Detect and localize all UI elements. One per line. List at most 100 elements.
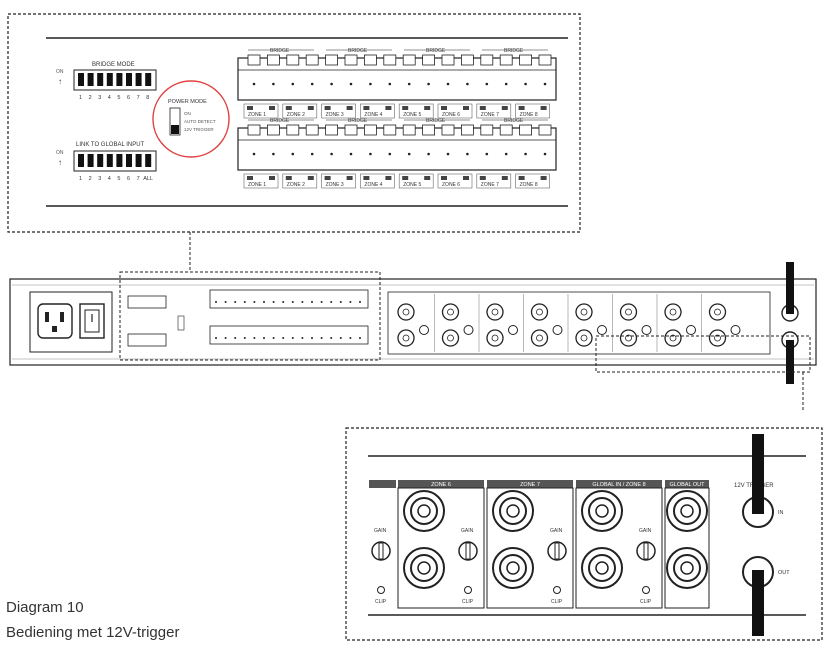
dip-lever[interactable] [78,73,84,86]
terminal-screw-tab[interactable] [519,124,532,136]
terminal-screw[interactable] [485,152,489,156]
terminal-screw-tab[interactable] [402,124,416,136]
dip-lever[interactable] [116,154,123,167]
dip-lever[interactable] [135,154,142,167]
terminal-screw-tab[interactable] [305,54,319,66]
rack-terminal-block[interactable] [209,325,369,345]
terminal-screw[interactable] [349,82,353,86]
terminal-screw[interactable] [388,82,392,86]
terminal-screw[interactable] [524,152,527,156]
rack-gain-knob[interactable] [552,325,563,335]
terminal-screw[interactable] [252,82,256,86]
dip-lever[interactable] [116,73,123,86]
terminal-screw-tab[interactable] [247,124,261,136]
terminal-screw[interactable] [446,82,450,86]
terminal-screw[interactable] [504,152,508,156]
terminal-screw[interactable] [272,82,275,86]
terminal-screw-tab[interactable] [538,54,552,66]
terminal-screw[interactable] [369,152,372,156]
terminal-screw[interactable] [427,152,430,156]
rack-bridge-dip[interactable] [127,295,167,309]
terminal-screw-tab[interactable] [266,54,280,66]
polarity-plus-icon [518,106,525,110]
terminal-screw[interactable] [310,152,314,156]
terminal-screw[interactable] [446,152,450,156]
terminal-screw[interactable] [252,152,256,156]
terminal-screw-tab[interactable] [480,124,494,136]
rack-gain-knob[interactable] [508,325,518,335]
rack-gain-knob[interactable] [686,325,696,335]
rack-terminal-screw [253,337,256,339]
terminal-screw[interactable] [543,152,547,156]
terminal-screw-tab[interactable] [363,124,377,136]
terminal-screw[interactable] [466,152,469,156]
terminal-screw[interactable] [291,152,295,156]
dip-lever[interactable] [145,73,152,86]
rack-power-mode-switch[interactable] [177,315,185,331]
rack-gain-knob[interactable] [641,325,652,335]
terminal-screw-tab[interactable] [383,124,397,136]
terminal-screw[interactable] [291,82,295,86]
dip-lever[interactable] [78,154,84,167]
terminal-screw-tab[interactable] [247,54,261,66]
terminal-screw[interactable] [407,152,411,156]
rack-terminal-block[interactable] [209,289,369,309]
dip-lever[interactable] [106,154,113,167]
terminal-screw-tab[interactable] [499,54,513,66]
terminal-screw-tab[interactable] [286,124,300,136]
terminal-screw[interactable] [543,82,547,86]
terminal-screw[interactable] [524,82,527,86]
terminal-screw-tab[interactable] [363,54,377,66]
dip-lever[interactable] [126,73,132,86]
terminal-screw-tab[interactable] [325,124,339,136]
terminal-screw-tab[interactable] [499,124,513,136]
terminal-screw-tab[interactable] [519,54,532,66]
dip-lever[interactable] [135,73,142,86]
terminal-screw[interactable] [330,82,333,86]
dip-lever[interactable] [87,73,94,86]
terminal-screw[interactable] [466,82,469,86]
terminal-screw[interactable] [330,152,333,156]
terminal-screw[interactable] [369,82,372,86]
power-mode-switch-knob[interactable] [171,125,179,134]
terminal-screw-tab[interactable] [538,124,552,136]
terminal-screw-tab[interactable] [286,54,300,66]
terminal-screw-tab[interactable] [460,124,474,136]
terminal-screw-tab[interactable] [344,124,358,136]
terminal-screw[interactable] [407,82,411,86]
terminal-screw-tab[interactable] [305,124,319,136]
rack-link-dip[interactable] [127,333,167,347]
terminal-screw-tab[interactable] [383,54,397,66]
terminal-screw[interactable] [388,152,392,156]
terminal-screw-tab[interactable] [266,124,280,136]
rack-gain-knob[interactable] [463,325,474,335]
rack-gain-knob[interactable] [597,325,607,335]
power-mode-switch[interactable] [169,107,181,136]
terminal-screw-tab[interactable] [422,54,436,66]
bridge-dip-switch[interactable] [73,69,157,91]
dip-lever[interactable] [87,154,94,167]
terminal-screw[interactable] [504,82,508,86]
link-dip-switch[interactable] [73,150,157,172]
dip-lever[interactable] [106,73,113,86]
terminal-screw-tab[interactable] [325,54,339,66]
terminal-screw-tab[interactable] [422,124,436,136]
rack-gain-knob[interactable] [730,325,741,335]
terminal-screw[interactable] [272,152,275,156]
terminal-screw[interactable] [310,82,314,86]
iec-power-socket[interactable] [37,303,73,339]
terminal-screw-tab[interactable] [480,54,494,66]
terminal-screw-tab[interactable] [460,54,474,66]
terminal-screw-tab[interactable] [441,54,455,66]
terminal-screw-tab[interactable] [441,124,455,136]
terminal-screw[interactable] [349,152,353,156]
dip-lever[interactable] [97,154,104,167]
terminal-screw[interactable] [427,82,430,86]
terminal-screw-tab[interactable] [402,54,416,66]
rack-gain-knob[interactable] [419,325,429,335]
dip-lever[interactable] [126,154,132,167]
terminal-screw-tab[interactable] [344,54,358,66]
dip-lever[interactable] [97,73,104,86]
terminal-screw[interactable] [485,82,489,86]
dip-lever[interactable] [145,154,152,167]
